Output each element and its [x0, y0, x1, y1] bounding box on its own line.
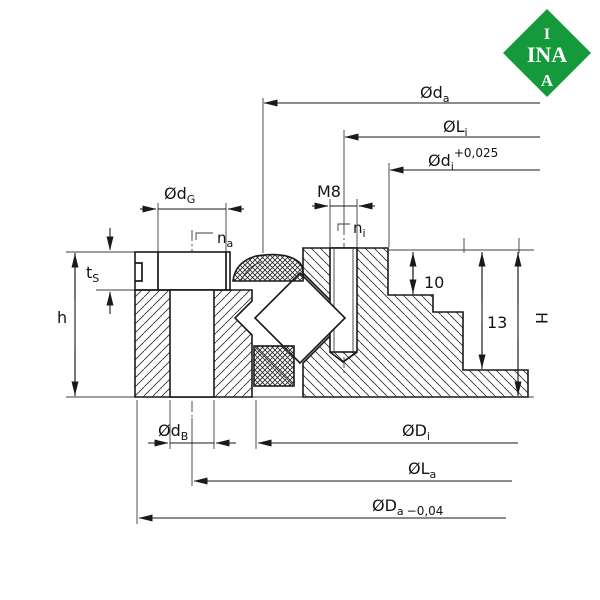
- dim-dG: ØdG: [140, 184, 244, 213]
- outer-ring-section: [134, 251, 253, 398]
- dim-na: na: [195, 229, 233, 250]
- upper-seal: [232, 253, 304, 282]
- dim-Da: ØDa−0,04: [138, 496, 506, 522]
- svg-text:Ødi+0,025: Ødi+0,025: [428, 146, 498, 173]
- svg-text:na: na: [217, 229, 233, 250]
- dim-H: H: [514, 252, 551, 396]
- ina-logo-line2: INA: [527, 42, 567, 67]
- dim-label-Da: ØD: [372, 496, 397, 515]
- dim-label-13: 13: [487, 313, 507, 332]
- dim-label-h: h: [57, 308, 67, 327]
- dim-label-H: H: [532, 312, 551, 324]
- dim-La: ØLa: [193, 459, 512, 485]
- inner-ring-section: [302, 247, 529, 398]
- ina-logo-diamond: [503, 9, 591, 97]
- threaded-hole-m8: [329, 247, 358, 364]
- dim-label-M8: M8: [317, 182, 341, 201]
- dim-da: Øda: [263, 83, 540, 107]
- ina-logo-line1: I: [544, 26, 550, 43]
- dim-Li: ØLi: [344, 117, 540, 141]
- svg-text:ni: ni: [353, 219, 366, 240]
- svg-text:Øda: Øda: [420, 83, 450, 105]
- dim-10: 10: [409, 252, 444, 294]
- dim-tS: tS: [86, 228, 114, 314]
- lower-seal: [253, 345, 295, 387]
- dim-label-Li: ØL: [443, 117, 465, 136]
- dim-dB: ØdB: [148, 421, 236, 447]
- mounting-hole-bore: [169, 289, 215, 398]
- dim-label-tS: t: [86, 263, 92, 282]
- dim-h: h: [57, 253, 79, 396]
- dim-label-dB: Ød: [158, 421, 181, 440]
- dim-label-La: ØL: [408, 459, 430, 478]
- dim-13: 13: [478, 252, 507, 369]
- dim-label-di-tol: +0,025: [454, 146, 498, 160]
- svg-text:ØLi: ØLi: [443, 117, 468, 139]
- svg-text:ØdG: ØdG: [164, 184, 195, 206]
- svg-text:ØDa−0,04: ØDa−0,04: [372, 496, 443, 518]
- dim-label-di: Ød: [428, 151, 451, 170]
- dim-di: Ødi+0,025: [389, 146, 540, 174]
- dim-label-da: Ød: [420, 83, 443, 102]
- crossed-roller: [253, 271, 347, 365]
- dim-ni: ni: [337, 219, 366, 240]
- roller-element: [253, 271, 347, 365]
- dim-label-dG: Ød: [164, 184, 187, 203]
- dim-label-Da-tol: −0,04: [407, 504, 444, 518]
- svg-text:ØDi: ØDi: [402, 421, 430, 443]
- dim-label-ni: n: [353, 219, 363, 237]
- ina-logo: I INA A: [503, 9, 591, 97]
- ina-logo-line3: A: [541, 71, 554, 90]
- dim-label-10: 10: [424, 273, 444, 292]
- outer-ring-top-strip: [134, 251, 231, 291]
- seal-groove-notch: [135, 262, 143, 282]
- dim-label-Di: ØD: [402, 421, 427, 440]
- dim-Di: ØDi: [257, 421, 518, 447]
- dim-label-na: n: [217, 229, 227, 247]
- svg-text:ØLa: ØLa: [408, 459, 436, 481]
- svg-text:ØdB: ØdB: [158, 421, 188, 443]
- svg-text:tS: tS: [86, 263, 99, 285]
- dim-M8: M8: [312, 182, 375, 210]
